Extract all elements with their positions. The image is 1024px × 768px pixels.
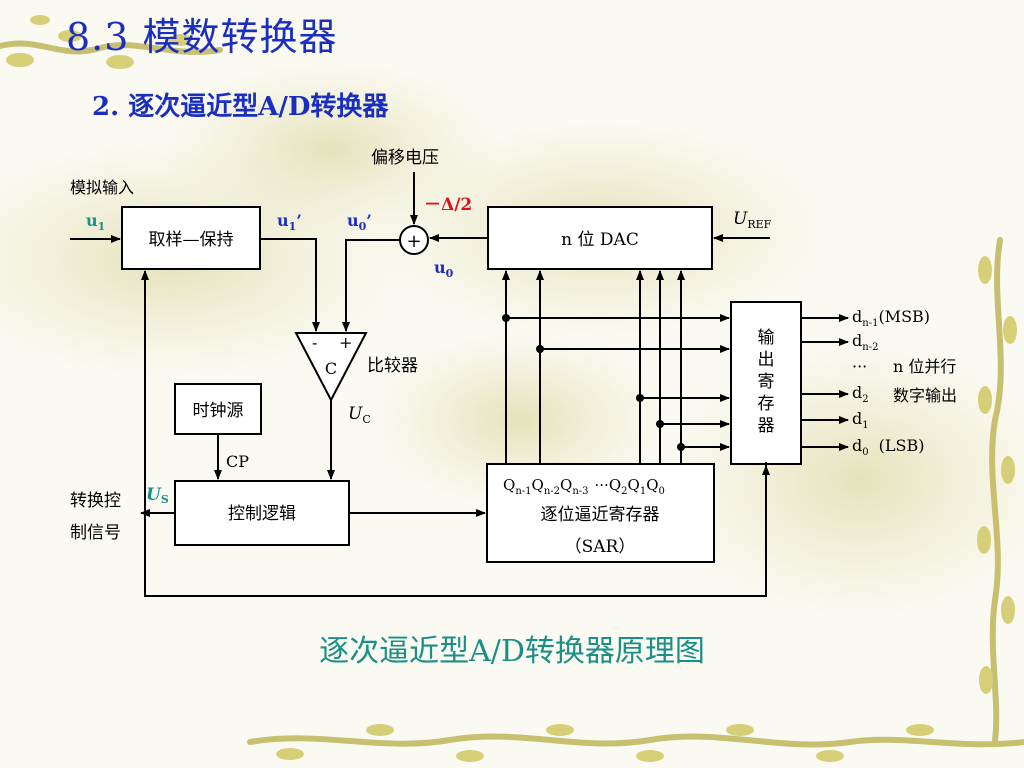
out-d-2: d2 bbox=[852, 383, 869, 405]
clock-block bbox=[174, 383, 262, 435]
output-register-char-1: 出 bbox=[758, 350, 775, 370]
out-ellipsis: ··· bbox=[852, 357, 867, 376]
sar-name: 逐位逼近寄存器 bbox=[541, 505, 660, 525]
comparator-plus: + bbox=[339, 333, 352, 352]
wire-u1prime bbox=[260, 238, 320, 332]
sample-hold-block bbox=[121, 206, 261, 270]
wire-feedback bbox=[141, 270, 767, 597]
vine-right bbox=[989, 237, 1004, 743]
comparator-minus: - bbox=[312, 333, 317, 352]
page-title: 8.3 模数转换器 bbox=[66, 15, 338, 59]
output-register-char-4: 器 bbox=[758, 416, 775, 436]
us-label: US bbox=[146, 485, 169, 506]
figure-caption: 逐次逼近型A/D转换器原理图 bbox=[319, 634, 705, 669]
out-d-n1: dn-1(MSB) bbox=[852, 307, 930, 329]
u1-label: u1 bbox=[86, 211, 105, 233]
comparator-c: C bbox=[325, 359, 337, 378]
sample-hold-label: 取样—保持 bbox=[149, 230, 234, 250]
uref-label: UREF bbox=[733, 209, 772, 231]
sar-abbr: （SAR） bbox=[565, 537, 636, 557]
uc-label: UC bbox=[348, 404, 371, 426]
cp-label: CP bbox=[226, 452, 249, 471]
wire-u0prime bbox=[342, 239, 400, 332]
out-d-n2: dn-2 bbox=[852, 331, 878, 353]
output-register-block bbox=[730, 301, 802, 465]
parallel-output-label-2: 数字输出 bbox=[893, 386, 957, 405]
sar-q-labels: Qn-1Qn-2Qn-3···Q2Q1Q0 bbox=[503, 476, 665, 497]
control-logic-block bbox=[174, 480, 350, 546]
conv-control-label-2: 制信号 bbox=[70, 523, 121, 543]
output-register-char-3: 存 bbox=[758, 394, 775, 414]
output-register-char-0: 输 bbox=[758, 328, 775, 348]
analog-input-label: 模拟输入 bbox=[70, 178, 134, 197]
out-d-0: d0(LSB) bbox=[852, 436, 924, 458]
offset-voltage-label: 偏移电压 bbox=[371, 148, 439, 168]
vine-top-left bbox=[0, 40, 223, 55]
control-logic-label: 控制逻辑 bbox=[228, 504, 296, 524]
u0-label: u0 bbox=[434, 258, 454, 280]
output-register-char-2: 寄 bbox=[758, 372, 775, 392]
comparator-label: 比较器 bbox=[367, 356, 418, 376]
out-d-1: d1 bbox=[852, 409, 869, 431]
u0-prime-label: u0’ bbox=[347, 211, 372, 233]
minus-delta-half-label: －Δ/2 bbox=[424, 195, 472, 215]
vine-bottom bbox=[247, 733, 1024, 748]
section-subtitle: 2. 逐次逼近型A/D转换器 bbox=[92, 92, 389, 122]
conv-control-label-1: 转换控 bbox=[70, 491, 121, 511]
dac-label: n 位 DAC bbox=[561, 230, 639, 250]
sar-block bbox=[486, 463, 715, 563]
parallel-output-label-1: n 位并行 bbox=[893, 357, 956, 376]
sum-plus-label: + bbox=[406, 231, 421, 252]
u1-prime-label: u1’ bbox=[277, 211, 302, 233]
clock-label: 时钟源 bbox=[193, 401, 244, 421]
comparator-triangle bbox=[294, 332, 368, 403]
